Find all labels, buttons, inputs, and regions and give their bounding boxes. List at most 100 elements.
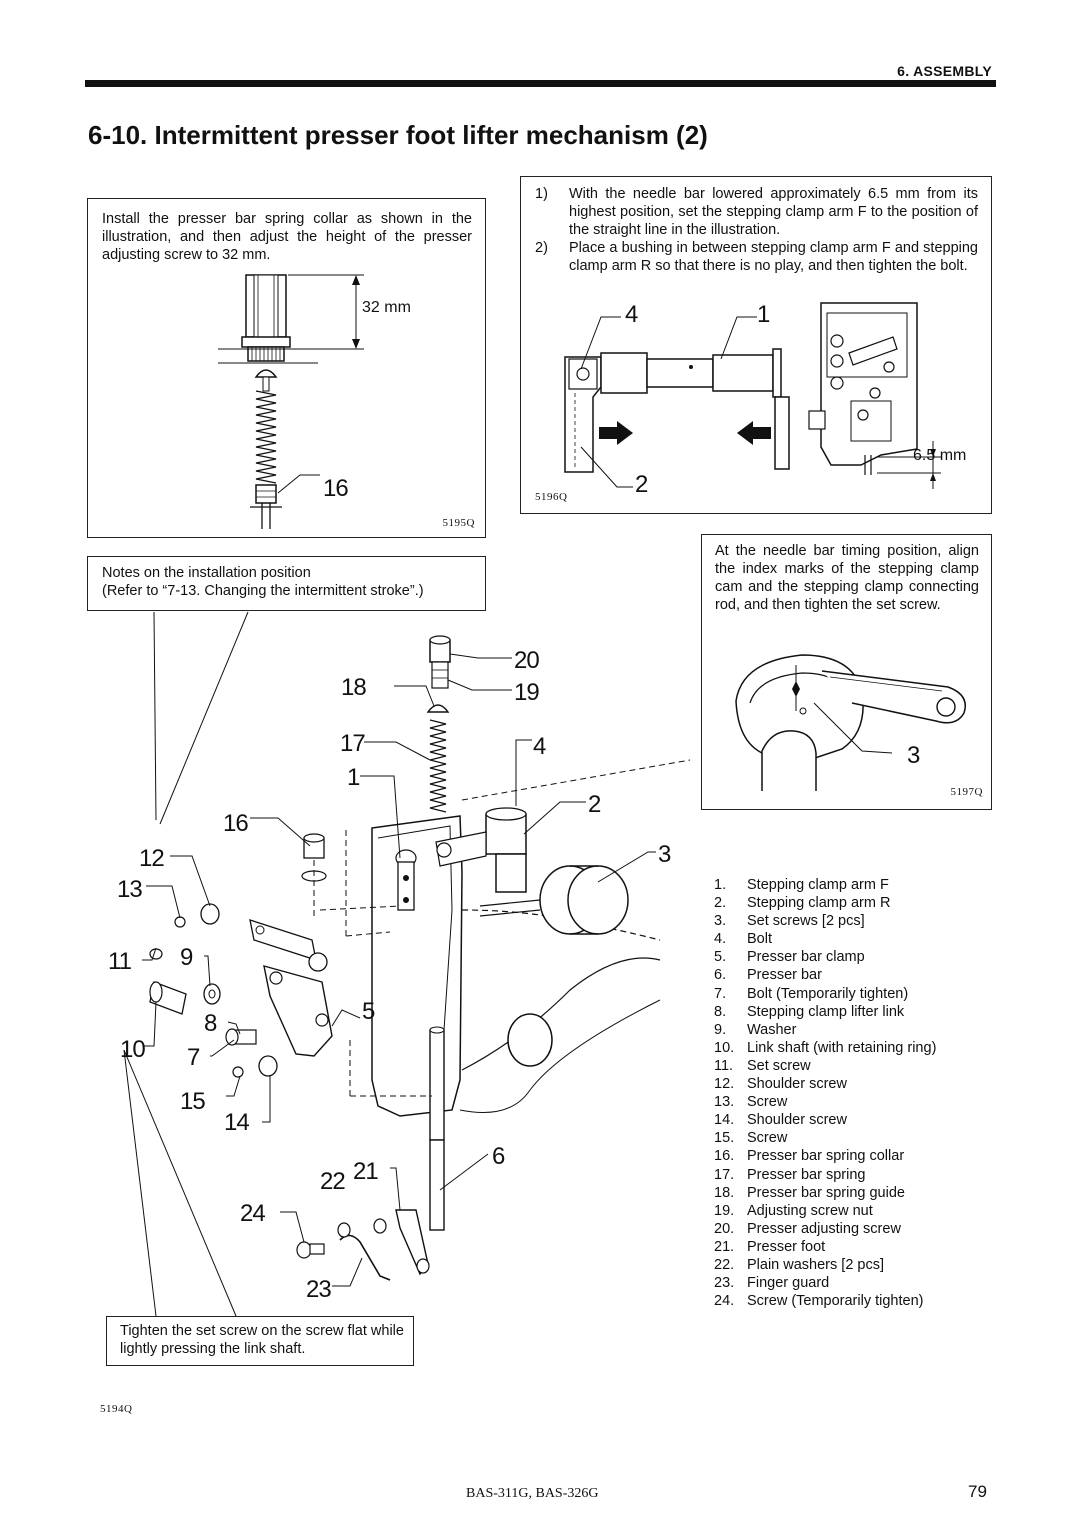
part-number: 13. [714, 1094, 735, 1111]
callout-3: 3 [658, 841, 671, 868]
tighten-instruction-box: Tighten the set screw on the screw flat … [106, 1316, 414, 1366]
collar-figure [218, 274, 364, 529]
callout-21: 21 [353, 1158, 379, 1185]
callout-14: 14 [224, 1109, 250, 1136]
callout-3-timing: 3 [907, 742, 920, 769]
parts-list-item: 6. Presser bar [714, 966, 936, 984]
part-number: 20. [714, 1220, 735, 1237]
parts-list-item: 21. Presser foot [714, 1238, 936, 1256]
callout-6: 6 [492, 1143, 505, 1170]
page-title: 6-10. Intermittent presser foot lifter m… [88, 120, 708, 150]
parts-list-item: 4. Bolt [714, 930, 936, 948]
part-number: 4. [714, 931, 727, 948]
callout-7: 7 [187, 1044, 200, 1071]
parts-list-item: 9.Washer [714, 1021, 936, 1039]
callout-16: 16 [223, 810, 249, 837]
parts-list-item: 18.Presser bar spring guide [714, 1184, 936, 1202]
notes-line-1: Notes on the installation position [102, 565, 311, 581]
parts-list-item: 24. Screw (Temporarily tighten) [714, 1292, 936, 1310]
part-number: 18. [714, 1184, 735, 1201]
callout-5: 5 [362, 998, 375, 1025]
callout-2: 2 [588, 791, 601, 818]
part-number: 8. [714, 1003, 727, 1020]
parts-list-item: 14. Shoulder screw [714, 1111, 936, 1129]
parts-list-item: 16.Presser bar spring collar [714, 1147, 936, 1165]
part-number: 14. [714, 1112, 735, 1129]
part-number: 21. [714, 1238, 735, 1255]
callout-19: 19 [514, 679, 540, 706]
part-number: 11. [714, 1057, 734, 1074]
part-number: 16. [714, 1148, 735, 1165]
part-name: Set screws [2 pcs] [747, 913, 865, 930]
section-label: 6. ASSEMBLY [897, 63, 992, 79]
part-number: 5. [714, 949, 727, 966]
header-rule [85, 80, 996, 87]
part-number: 19. [714, 1202, 735, 1219]
parts-list-item: 8. Stepping clamp lifter link [714, 1003, 936, 1021]
part-number: 15. [714, 1130, 735, 1147]
part-name: Bolt [747, 931, 772, 948]
notes-line-2: (Refer to “7-13. Changing the intermitte… [102, 583, 424, 599]
parts-list-item: 22.Plain washers [2 pcs] [714, 1256, 936, 1274]
part-number: 23. [714, 1275, 735, 1292]
step-2: 2) Place a bushing in between stepping c… [535, 240, 978, 274]
part-number: 3. [714, 913, 727, 930]
timing-instruction-text: At the needle bar timing position, align… [715, 543, 979, 613]
steps-instruction-box: 1) With the needle bar lowered approxima… [520, 176, 992, 514]
part-name: Screw (Temporarily tighten) [747, 1293, 924, 1310]
steps-list: 1) With the needle bar lowered approxima… [535, 185, 978, 275]
part-name: Stepping clamp arm R [747, 895, 891, 912]
part-name: Presser bar spring [747, 1166, 866, 1183]
footer-model: BAS-311G, BAS-326G [466, 1486, 599, 1501]
callout-24: 24 [240, 1200, 266, 1227]
timing-instruction-box: At the needle bar timing position, align… [701, 534, 992, 810]
callout-4-steps: 4 [625, 301, 638, 328]
part-name: Shoulder screw [747, 1112, 847, 1129]
cam-figure [735, 654, 966, 791]
figure-id-5194q: 5194Q [100, 1403, 133, 1415]
callout-1-steps: 1 [757, 301, 770, 328]
part-name: Set screw [747, 1057, 811, 1074]
part-name: Presser foot [747, 1238, 826, 1255]
page-number: 79 [968, 1482, 987, 1501]
parts-list-item: 10. Link shaft (with retaining ring) [714, 1039, 936, 1057]
parts-list-item: 20. Presser adjusting screw [714, 1220, 936, 1238]
part-number: 6. [714, 967, 727, 984]
figure-id-5196q: 5196Q [535, 491, 568, 503]
part-name: Adjusting screw nut [747, 1202, 873, 1219]
part-name: Link shaft (with retaining ring) [747, 1039, 937, 1056]
part-number: 24. [714, 1293, 735, 1310]
parts-list-item: 3. Set screws [2 pcs] [714, 912, 936, 930]
collar-dimension: 32 mm [362, 299, 411, 316]
part-number: 17. [714, 1166, 735, 1183]
part-name: Screw [747, 1094, 788, 1111]
part-number: 12. [714, 1076, 735, 1093]
part-number: 10. [714, 1039, 735, 1056]
callout-13: 13 [117, 876, 143, 903]
part-number: 7. [714, 985, 727, 1002]
parts-list-item: 1.Stepping clamp arm F [714, 876, 936, 894]
parts-list-item: 13. Screw [714, 1093, 936, 1111]
parts-list-item: 17. Presser bar spring [714, 1166, 936, 1184]
part-number: 2. [714, 895, 727, 912]
callout-8: 8 [204, 1010, 217, 1037]
callout-10: 10 [120, 1036, 146, 1063]
callout-2-steps: 2 [635, 471, 648, 498]
callout-17: 17 [340, 730, 366, 757]
callout-22: 22 [320, 1168, 346, 1195]
part-name: Presser adjusting screw [747, 1220, 901, 1237]
steps-dimension: 6.5 mm [913, 447, 967, 464]
part-number: 1. [714, 877, 727, 893]
callout-11: 11 [108, 948, 132, 975]
part-name: Presser bar [747, 967, 822, 984]
part-name: Bolt (Temporarily tighten) [747, 985, 909, 1002]
callout-20: 20 [514, 647, 540, 674]
parts-list-item: 19. Adjusting screw nut [714, 1202, 936, 1220]
part-name: Stepping clamp lifter link [747, 1003, 905, 1020]
callout-16-collar: 16 [323, 475, 349, 502]
callout-18: 18 [341, 674, 367, 701]
part-name: Presser bar clamp [747, 949, 865, 966]
callout-4: 4 [533, 733, 546, 760]
installation-notes-box: Notes on the installation position (Refe… [87, 556, 486, 611]
